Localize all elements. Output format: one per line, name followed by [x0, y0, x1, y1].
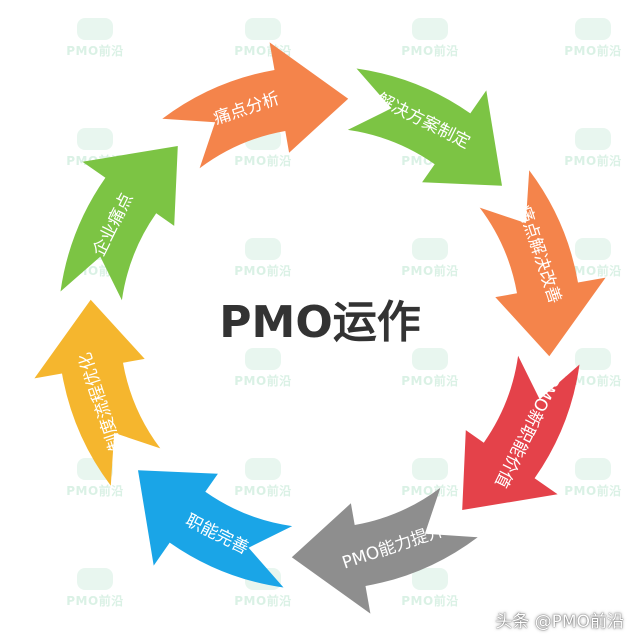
- watermark: PMO前沿: [548, 128, 638, 169]
- arrow-enterprise-pain: [60, 146, 178, 301]
- watermark: PMO前沿: [218, 348, 308, 389]
- watermark: PMO前沿: [548, 238, 638, 279]
- arrow-new-function-value: [462, 355, 580, 510]
- arrow-pain-analysis: [162, 42, 349, 169]
- watermark: PMO前沿: [50, 18, 140, 59]
- watermark: PMO前沿: [385, 18, 475, 59]
- watermark: PMO前沿: [548, 348, 638, 389]
- watermark: PMO前沿: [548, 18, 638, 59]
- arrow-function-improvement: [138, 470, 293, 588]
- watermark: PMO前沿: [218, 458, 308, 499]
- arrow-pain-resolution: [479, 170, 606, 357]
- watermark: PMO前沿: [385, 348, 475, 389]
- center-title: PMO运作: [219, 297, 420, 348]
- credit-text: 头条 @PMO前沿: [495, 612, 624, 632]
- arrow-solution-design: [347, 68, 502, 186]
- watermark: PMO前沿: [385, 568, 475, 609]
- cycle-arrows: [34, 42, 606, 614]
- arrow-capability-upgrade: [291, 487, 478, 614]
- watermark: PMO前沿: [385, 458, 475, 499]
- arrow-process-optimization: [34, 299, 161, 486]
- watermark: PMO前沿: [385, 238, 475, 279]
- watermark: PMO前沿: [218, 238, 308, 279]
- watermark: PMO前沿: [548, 458, 638, 499]
- watermark: PMO前沿: [50, 568, 140, 609]
